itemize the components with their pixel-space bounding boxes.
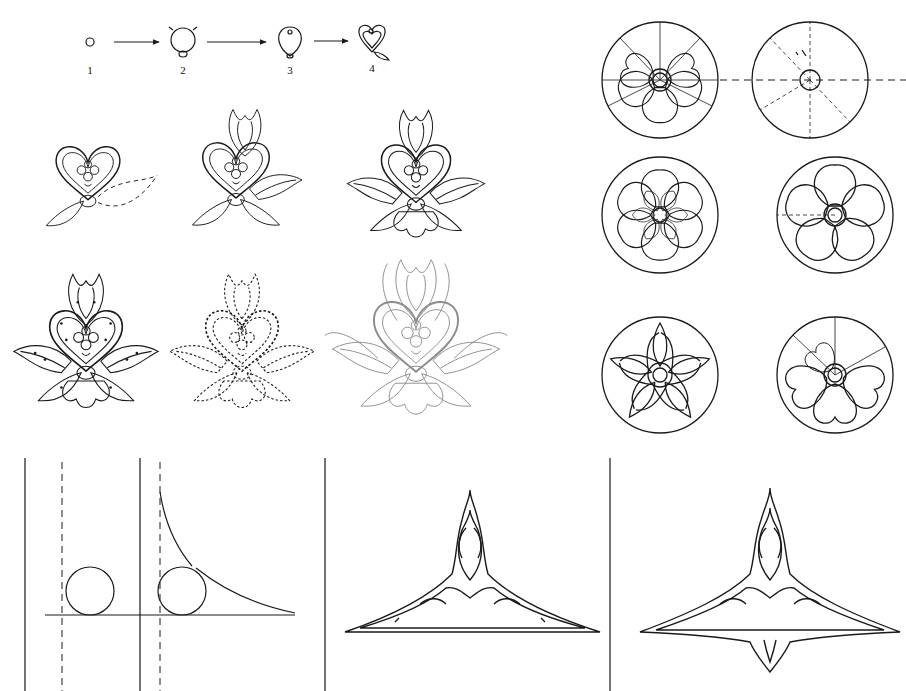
step-figure: 4 xyxy=(352,20,392,77)
step-outline xyxy=(86,38,94,46)
step-number: 3 xyxy=(270,64,310,77)
step-arrow xyxy=(314,40,348,41)
step-shape xyxy=(70,22,110,64)
step-outline xyxy=(169,27,197,57)
step-figure: 1 xyxy=(70,22,110,79)
step-number: 4 xyxy=(352,62,392,75)
step-arrow xyxy=(114,41,159,42)
step-shape xyxy=(352,20,392,62)
motif-dotted xyxy=(14,274,158,407)
step-number: 2 xyxy=(163,64,203,77)
construction-panel xyxy=(25,458,610,691)
step-outline xyxy=(359,25,389,60)
motif-dashed xyxy=(170,274,314,407)
motif-step xyxy=(46,147,157,226)
rosette-construction xyxy=(602,22,718,138)
rosette xyxy=(597,317,723,441)
rosette xyxy=(602,157,718,273)
rosette-construction xyxy=(752,22,868,138)
step-figure: 3 xyxy=(270,22,310,79)
step-figure: 2 xyxy=(163,22,203,79)
spandrel-ornament xyxy=(640,488,900,672)
spandrel-ornament xyxy=(345,490,600,632)
axis-line xyxy=(720,80,906,81)
rosette xyxy=(777,157,893,273)
step-arrow xyxy=(207,41,266,42)
step-shape xyxy=(163,22,203,64)
rosette xyxy=(777,317,893,433)
step-outline xyxy=(279,27,302,58)
step-shape xyxy=(270,22,310,64)
motif-faint xyxy=(325,260,507,414)
motif-step xyxy=(347,110,484,237)
step-number: 1 xyxy=(70,64,110,77)
motif-step xyxy=(193,110,303,226)
